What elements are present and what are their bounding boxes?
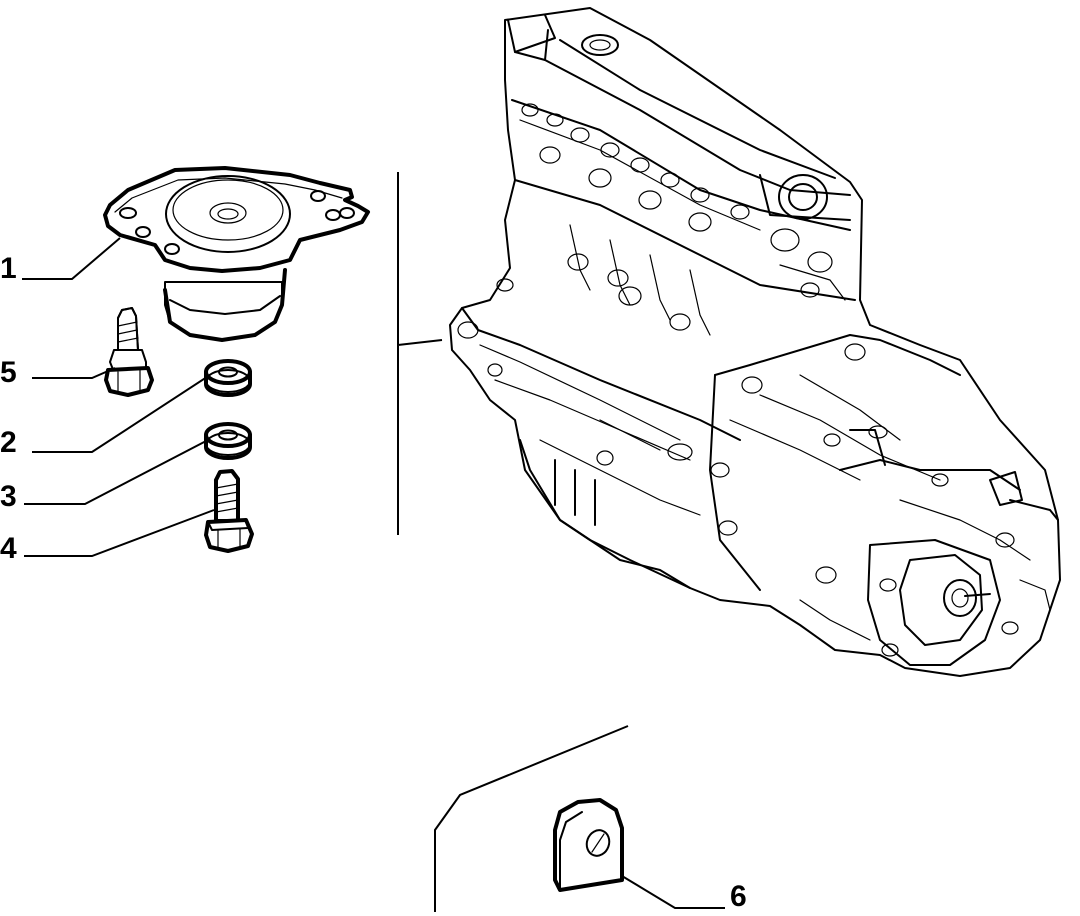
assembly-bracket xyxy=(397,172,443,535)
leader-4 xyxy=(24,509,215,557)
stud-bolt-part xyxy=(104,307,154,397)
callout-1: 1 xyxy=(0,252,17,285)
callout-5: 5 xyxy=(0,356,17,389)
leader-2 xyxy=(32,374,211,453)
washer-part xyxy=(204,359,252,397)
leader-1 xyxy=(22,237,121,280)
leader-3 xyxy=(24,439,209,505)
callout-4: 4 xyxy=(0,532,17,565)
callout-3: 3 xyxy=(0,480,17,513)
engine-mount-part xyxy=(103,166,370,342)
spacer-washer-part xyxy=(204,422,252,460)
callout-2: 2 xyxy=(0,426,17,459)
leader-5 xyxy=(32,367,116,379)
bolt-part xyxy=(204,469,254,553)
engine-gearbox-assembly xyxy=(449,7,1061,677)
bracket-tab-part xyxy=(434,725,629,912)
leader-6 xyxy=(621,875,725,909)
callout-6: 6 xyxy=(730,880,747,913)
